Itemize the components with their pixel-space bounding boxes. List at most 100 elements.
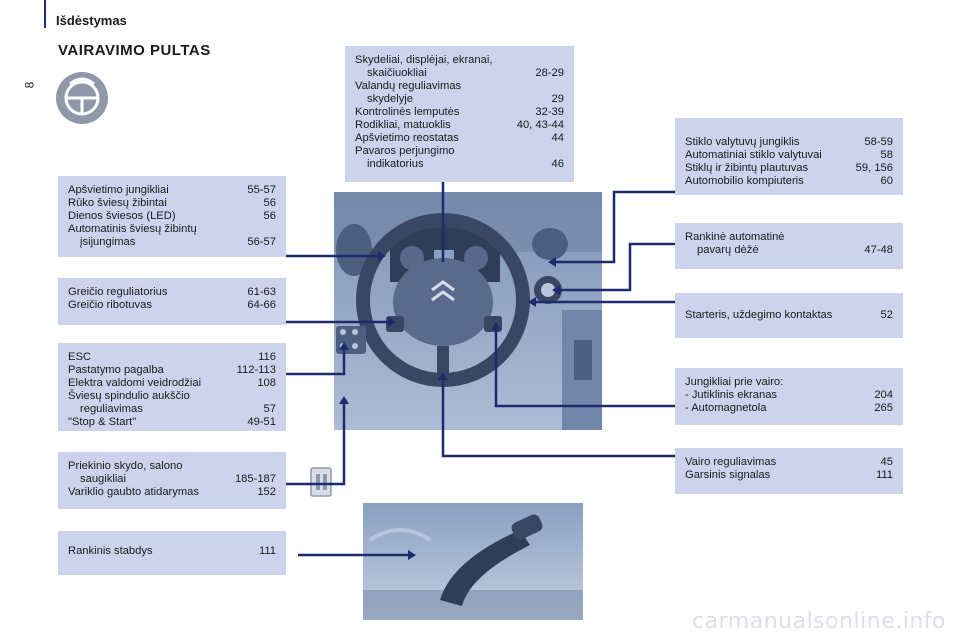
section-bar bbox=[44, 0, 46, 28]
entry-row: Vairo reguliavimas 45 bbox=[685, 456, 893, 469]
entry-row: Apšvietimo reostatas 44 bbox=[355, 132, 564, 145]
connector-arrows bbox=[339, 251, 560, 560]
entry-label: Valandų reguliavimas bbox=[355, 80, 462, 92]
entry-label: Greičio ribotuvas bbox=[68, 299, 152, 311]
entry-page: 57 bbox=[263, 403, 276, 415]
entry-row: pavarų dėžė 47-48 bbox=[685, 244, 893, 257]
entry-page bbox=[558, 54, 564, 67]
entry-page: 56 bbox=[263, 197, 276, 209]
entry-page: 58 bbox=[880, 149, 893, 161]
entry-row: įsijungimas 56-57 bbox=[68, 236, 276, 249]
page-heading: VAIRAVIMO PULTAS bbox=[58, 42, 211, 59]
entry-label: Kontrolinės lemputės bbox=[355, 106, 460, 118]
line-steering bbox=[441, 380, 675, 458]
entry-label: Elektra valdomi veidrodžiai bbox=[68, 377, 202, 389]
entry-page: 47-48 bbox=[864, 244, 893, 256]
entry-page: 108 bbox=[257, 377, 276, 389]
entry-label: Automobilio kompiuteris bbox=[685, 175, 804, 187]
entry-row: Jungikliai prie vairo: bbox=[685, 376, 893, 389]
entry-page: 45 bbox=[880, 456, 893, 468]
entry-row: Automobilio kompiuteris 60 bbox=[685, 175, 893, 188]
entry-page bbox=[270, 223, 276, 236]
entry-label: Apšvietimo jungikliai bbox=[68, 184, 169, 196]
entry-page: 60 bbox=[880, 175, 893, 187]
entry-label: Priekinio skydo, salono bbox=[68, 460, 183, 472]
entry-row: saugikliai 185-187 bbox=[68, 473, 276, 486]
entry-label: Rūko šviesų žibintai bbox=[68, 197, 167, 209]
entry-page bbox=[887, 231, 893, 244]
entry-row: Valandų reguliavimas bbox=[355, 80, 564, 93]
entry-label: Variklio gaubto atidarymas bbox=[68, 486, 199, 498]
entry-label: Automatinis šviesų žibintų bbox=[68, 223, 197, 235]
entry-page: 44 bbox=[551, 132, 564, 144]
entry-label: ESC bbox=[68, 351, 92, 363]
entry-label: Greičio reguliatorius bbox=[68, 286, 168, 298]
entry-label: Apšvietimo reostatas bbox=[355, 132, 459, 144]
entry-row: Rūko šviesų žibintai 56 bbox=[68, 197, 276, 210]
entry-row: Šviesų spindulio aukščio bbox=[68, 390, 276, 403]
entry-page bbox=[558, 145, 564, 158]
entry-page bbox=[887, 376, 893, 389]
entry-page: 46 bbox=[551, 158, 564, 170]
entry-page bbox=[558, 80, 564, 93]
entry-page: 55-57 bbox=[247, 184, 276, 196]
entry-label: Garsinis signalas bbox=[685, 469, 771, 481]
entry-label: Stiklų ir žibintų plautuvas bbox=[685, 162, 809, 174]
entry-row: Kontrolinės lemputės 32-39 bbox=[355, 106, 564, 119]
entry-row: Stiklų ir žibintų plautuvas 59, 156 bbox=[685, 162, 893, 175]
entry-page: 111 bbox=[875, 469, 893, 481]
entry-label: Jungikliai prie vairo: bbox=[685, 376, 784, 388]
entry-label: Skydeliai, displėjai, ekranai, bbox=[355, 54, 493, 66]
line-wiper bbox=[556, 190, 675, 264]
entry-page: 116 bbox=[258, 351, 276, 363]
entry-page: 58-59 bbox=[864, 136, 893, 148]
entry-row: ESC 116 bbox=[68, 351, 276, 364]
entry-row: Automatinis šviesų žibintų bbox=[68, 223, 276, 236]
entry-label: įsijungimas bbox=[80, 236, 136, 248]
entry-label: Rankinė automatinė bbox=[685, 231, 785, 243]
line-wheel-switches bbox=[494, 330, 675, 408]
entry-row: skydelyje 29 bbox=[355, 93, 564, 106]
entry-row: Apšvietimo jungikliai 55-57 bbox=[68, 184, 276, 197]
entry-row: Elektra valdomi veidrodžiai 108 bbox=[68, 377, 276, 390]
entry-page: 29 bbox=[551, 93, 564, 105]
entry-row: Automatiniai stiklo valytuvai 58 bbox=[685, 149, 893, 162]
entry-page: 32-39 bbox=[535, 106, 564, 118]
entry-page: 64-66 bbox=[247, 299, 276, 311]
entry-label: pavarų dėžė bbox=[697, 244, 759, 256]
connector-lines bbox=[286, 180, 675, 557]
entry-row: reguliavimas 57 bbox=[68, 403, 276, 416]
entry-label: - Automagnetola bbox=[685, 402, 767, 414]
entry-page: 56-57 bbox=[247, 236, 276, 248]
entry-label: skydelyje bbox=[367, 93, 414, 105]
entry-page: 59, 156 bbox=[855, 162, 893, 174]
entry-page: 56 bbox=[263, 210, 276, 222]
entry-label: reguliavimas bbox=[80, 403, 143, 415]
entry-page: 111 bbox=[258, 545, 276, 557]
entry-label: Pastatymo pagalba bbox=[68, 364, 164, 376]
entry-label: saugikliai bbox=[80, 473, 127, 485]
entry-label: Automatiniai stiklo valytuvai bbox=[685, 149, 822, 161]
entry-row: Greičio ribotuvas 64-66 bbox=[68, 299, 276, 312]
entry-label: "Stop & Start" bbox=[68, 416, 137, 428]
page-number: 8 bbox=[22, 81, 37, 89]
dashboard-photo bbox=[334, 192, 602, 430]
entry-page: 52 bbox=[880, 309, 893, 321]
entry-page: 185-187 bbox=[234, 473, 276, 485]
entry-row: Skydeliai, displėjai, ekranai, bbox=[355, 54, 564, 67]
entry-label: Šviesų spindulio aukščio bbox=[68, 390, 190, 402]
entry-label: Vairo reguliavimas bbox=[685, 456, 777, 468]
fuse-icon bbox=[310, 467, 332, 497]
